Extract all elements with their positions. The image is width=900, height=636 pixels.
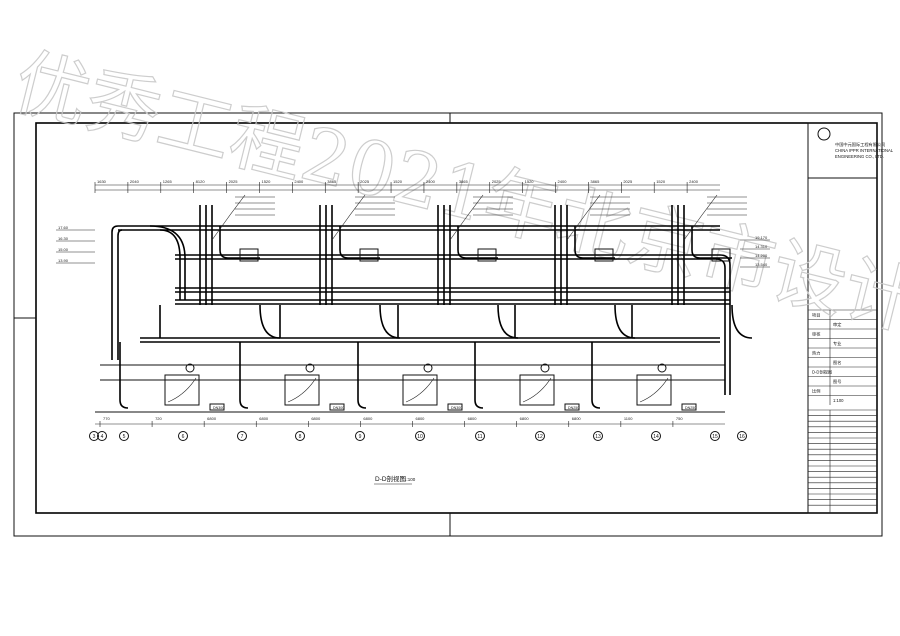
axis-label: 6 — [182, 434, 185, 440]
bottom-dimension: 1100 — [624, 416, 633, 421]
axis-bubble — [737, 431, 747, 441]
axis-label: 15 — [712, 434, 718, 440]
bottom-dimension: 750 — [676, 416, 683, 421]
bottom-dimension: 6800 — [468, 416, 478, 421]
axis-bubble — [355, 431, 365, 441]
pipe-bay: DN300 — [357, 194, 519, 411]
pipe-label: DN300 — [333, 406, 344, 410]
top-dimension: 1520 — [525, 179, 535, 184]
top-dimension: 2400 — [426, 179, 436, 184]
axis-label: 10 — [417, 434, 423, 440]
top-dimension: 1265 — [163, 179, 173, 184]
elevation-mark: 15.00 — [58, 247, 69, 252]
bottom-dimension: 720 — [155, 416, 162, 421]
bottom-dimension: 6800 — [207, 416, 217, 421]
axis-label: 7 — [241, 434, 244, 440]
title-block-cell: 图名 — [833, 359, 841, 366]
bottom-dimension: 6800 — [520, 416, 530, 421]
section-title: D-D剖视图 — [375, 474, 406, 483]
elevation-mark: 19.170 — [755, 235, 768, 240]
top-dimension: 2400 — [558, 179, 568, 184]
pipe-label: DN250 — [568, 406, 579, 410]
title-block-cell: 1:100 — [833, 398, 844, 403]
top-dimension: 3865 — [327, 179, 337, 184]
elevation-mark: 16.30 — [58, 236, 69, 241]
pipe-bay: DN300 — [239, 194, 401, 411]
elevation-mark: 13.90 — [58, 258, 69, 263]
top-dimension: 2400 — [294, 179, 304, 184]
top-dimension: 2025 — [623, 179, 633, 184]
top-dimension: 1520 — [393, 179, 403, 184]
top-dimension: 1520 — [656, 179, 666, 184]
axis-bubble — [475, 431, 485, 441]
title-block-cell: 热力 — [812, 350, 820, 357]
bottom-dimension: 770 — [103, 416, 110, 421]
top-dimension: 2400 — [689, 179, 699, 184]
axis-bubble — [237, 431, 247, 441]
axis-bubble — [295, 431, 305, 441]
pipe-label: DN300 — [451, 406, 462, 410]
elevation-mark: 14.200 — [755, 253, 768, 258]
top-dimension: 1630 — [97, 179, 107, 184]
axis-label: 11 — [477, 434, 482, 440]
axis-label: 14 — [653, 434, 659, 440]
axis-label: 9 — [359, 434, 362, 440]
pipe-bay: DN250 — [591, 194, 753, 411]
title-block-cell: 审定 — [833, 321, 841, 328]
elevation-mark: 14.310 — [755, 244, 768, 249]
axis-label: 12 — [537, 434, 543, 440]
axis-label: 8 — [299, 434, 302, 440]
axis-bubble — [535, 431, 545, 441]
pipe-bay: DN250 — [474, 194, 636, 411]
top-dimension: 8120 — [196, 179, 206, 184]
axis-label: 5 — [123, 434, 126, 440]
watermark: 优秀工程2021年北京市设计 — [5, 38, 900, 347]
axis-bubble — [593, 431, 603, 441]
axis-bubble — [710, 431, 720, 441]
title-block-cell: 比例 — [812, 388, 820, 395]
bottom-dimension: 6800 — [416, 416, 426, 421]
bottom-dimension: 6800 — [363, 416, 373, 421]
top-dimension: 2040 — [130, 179, 140, 184]
company-name: 中国中元国际工程有限公司 — [835, 141, 885, 148]
top-dimension: 3865 — [590, 179, 600, 184]
top-dimension: 3865 — [459, 179, 469, 184]
bottom-dimension: 6800 — [311, 416, 321, 421]
axis-bubble — [119, 431, 129, 441]
axis-label: 16 — [739, 434, 745, 440]
title-block-cell: D-D剖视图 — [812, 369, 832, 376]
axis-bubble — [651, 431, 661, 441]
top-dimension: 2025 — [360, 179, 370, 184]
axis-label: 4 — [101, 434, 104, 440]
title-block-cell: 专业 — [833, 340, 841, 347]
top-dimension: 2025 — [229, 179, 239, 184]
axis-label: 3 — [93, 434, 96, 440]
elevation-mark: 17.60 — [58, 225, 69, 230]
title-block: 中国中元国际工程有限公司 CHINA IPPR INTERNATIONAL EN… — [807, 122, 894, 514]
pipe-bay: DN300 — [119, 194, 281, 411]
top-dimension: 2025 — [492, 179, 502, 184]
sheet-outer-border — [13, 112, 883, 537]
axis-bubble — [415, 431, 425, 441]
bottom-dimension: 6800 — [572, 416, 582, 421]
pipe-label: DN300 — [213, 406, 224, 410]
bottom-dimension: 6800 — [259, 416, 269, 421]
title-block-cell: 审核 — [812, 331, 821, 338]
title-block-cell: 图号 — [833, 379, 841, 385]
elevation-mark: 13.540 — [755, 262, 768, 267]
company-en-1: CHINA IPPR INTERNATIONAL — [835, 148, 894, 153]
top-dimension: 1520 — [261, 179, 271, 184]
axis-bubble — [89, 431, 99, 441]
section-scale: 1:100 — [404, 477, 416, 482]
axis-bubble — [178, 431, 188, 441]
axis-label: 13 — [595, 434, 601, 440]
watermark-text: 优秀工程2021年北京市设计 — [6, 39, 900, 347]
title-block-cell: 项目 — [812, 313, 820, 319]
axis-bubble — [97, 431, 107, 441]
pipe-label: DN250 — [685, 406, 696, 410]
company-en-2: ENGINEERING CO., LTD. — [835, 154, 884, 159]
